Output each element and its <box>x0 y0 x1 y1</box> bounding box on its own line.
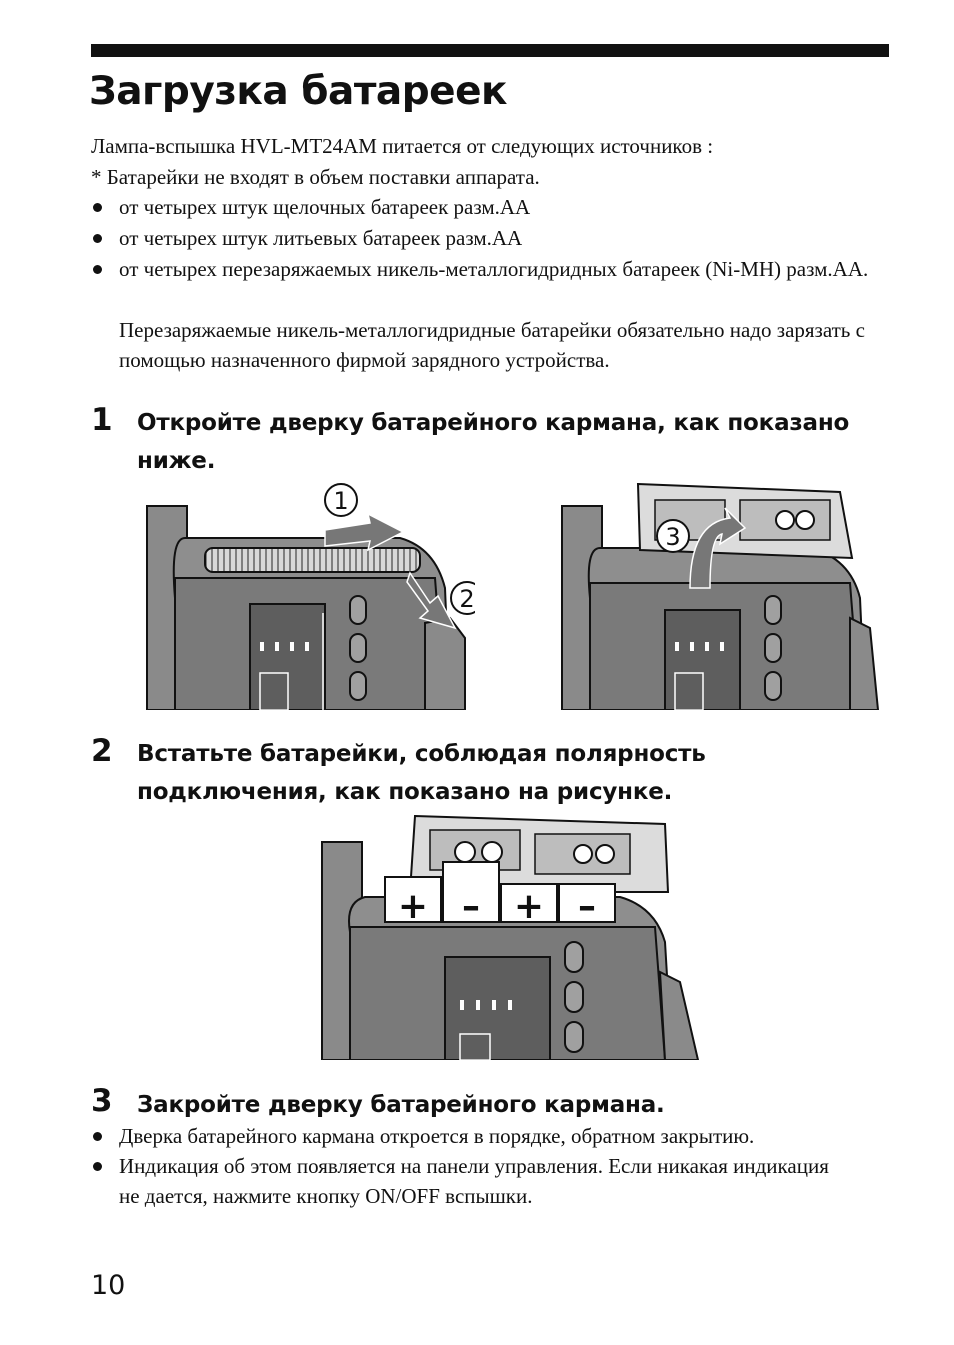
bullet-icon <box>93 1132 102 1141</box>
step-text: Откройте дверку батарейного кармана, как… <box>137 410 850 474</box>
step-label-2: 2 <box>459 585 474 613</box>
step-number: 2 <box>91 733 113 769</box>
top-rule <box>91 44 889 57</box>
figure-door-open: 3 <box>561 482 880 710</box>
list-item: от четырех штук щелочных батареек разм.А… <box>93 192 899 222</box>
polarity-plus: + <box>398 886 428 927</box>
polarity-minus: – <box>462 886 480 927</box>
bullet-icon <box>93 265 102 274</box>
list-item: от четырех перезаряжаемых никель-металло… <box>93 254 889 284</box>
bullet-icon <box>93 203 102 212</box>
figure-open-door-slide: 1 2 <box>146 483 475 710</box>
step-text: Встатьте батарейки, соблюдая полярность … <box>137 741 706 805</box>
intro-note-asterisk: * Батарейки не входят в объем поставки а… <box>91 165 540 189</box>
step-text: Закройте дверку батарейного кармана. <box>137 1092 665 1118</box>
list-item-note: Перезаряжаемые никель-металлогидридные б… <box>119 318 865 372</box>
list-item: Дверка батарейного кармана откроется в п… <box>93 1121 899 1151</box>
step-number: 1 <box>91 402 113 438</box>
list-item: Индикация об этом появляется на панели у… <box>93 1151 839 1211</box>
step-label-3: 3 <box>665 523 680 551</box>
page-title: Загрузка батареек <box>89 69 508 114</box>
step-number: 3 <box>91 1083 113 1119</box>
bullet-icon <box>93 234 102 243</box>
step-label-1: 1 <box>333 487 348 515</box>
polarity-minus: – <box>578 886 596 927</box>
intro-line: Лампа-вспышка HVL-MT24AM питается от сле… <box>91 134 714 158</box>
figure-insert-batteries: + – + – <box>321 814 700 1060</box>
list-item: от четырех штук литьевых батареек разм.А… <box>93 223 899 253</box>
bullet-icon <box>93 1162 102 1171</box>
polarity-plus: + <box>514 886 544 927</box>
page-number: 10 <box>91 1270 126 1301</box>
